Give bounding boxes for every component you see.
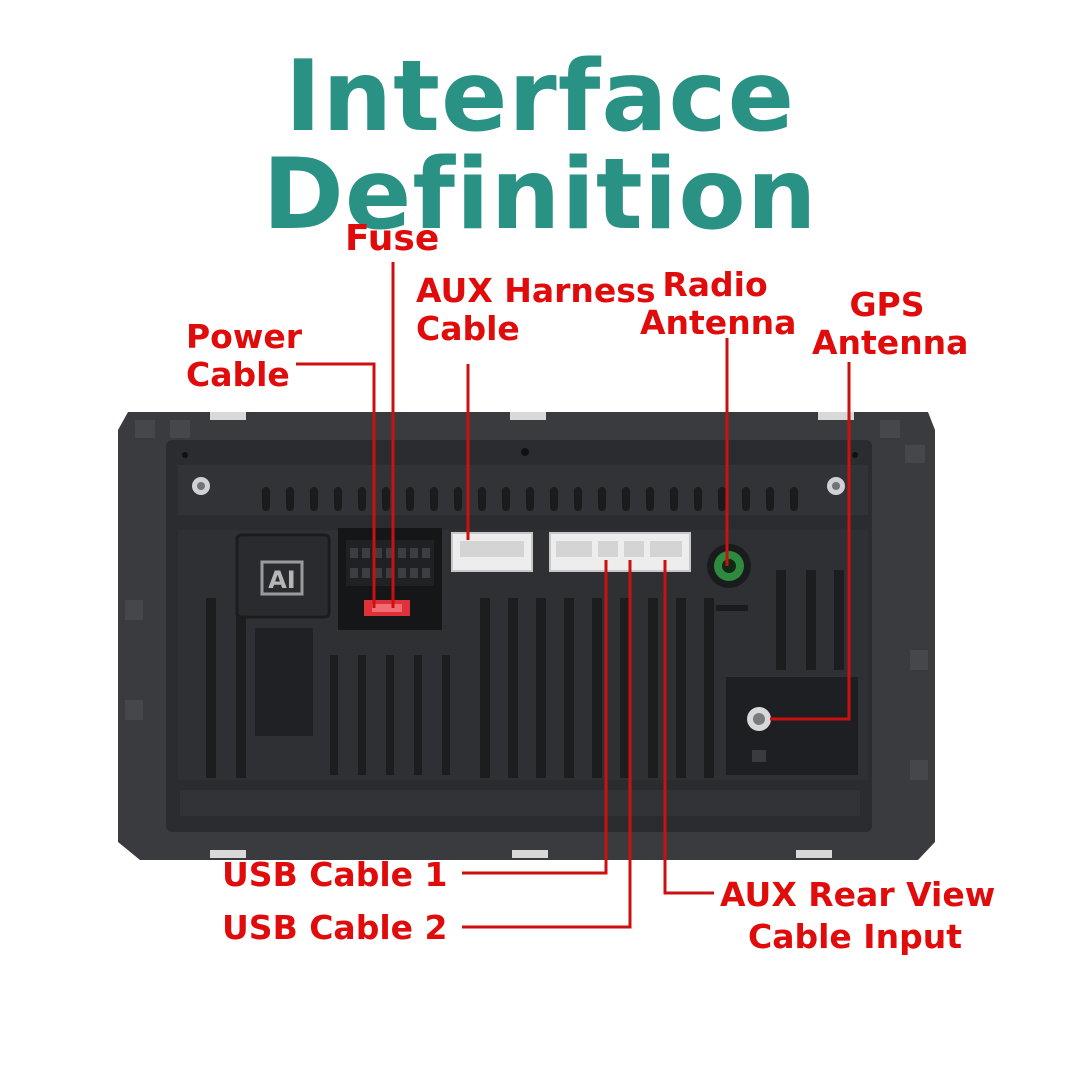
screw-icon bbox=[827, 477, 845, 495]
antenna-socket-icon bbox=[707, 544, 751, 588]
page-title: Interface Definition bbox=[262, 40, 818, 252]
aux-harness-connector bbox=[451, 532, 533, 572]
label-aux-rear-view: AUX Rear View Cable Input bbox=[720, 874, 996, 958]
gps-socket-icon bbox=[726, 677, 858, 775]
leader-usb-2 bbox=[462, 560, 632, 929]
side-block bbox=[255, 628, 313, 736]
label-line: Cable bbox=[416, 309, 520, 348]
label-usb-cable-1: USB Cable 1 bbox=[222, 855, 448, 894]
label-line: AUX Rear View bbox=[720, 875, 996, 914]
leader-power-cable bbox=[296, 362, 376, 608]
leader-aux-rear bbox=[663, 560, 714, 895]
label-aux-harness-cable: AUX Harness Cable bbox=[416, 272, 656, 348]
label-radio-antenna: Radio Antenna bbox=[640, 265, 797, 342]
label-fuse: Fuse bbox=[345, 218, 440, 259]
label-line: Power bbox=[186, 317, 302, 356]
brand-logo: AI bbox=[235, 533, 331, 619]
label-line: Antenna bbox=[640, 303, 797, 342]
label-line: Radio bbox=[662, 265, 768, 304]
power-connector bbox=[338, 528, 442, 630]
leader-usb-1 bbox=[462, 560, 608, 875]
usb-aux-connectors bbox=[549, 532, 691, 572]
top-vents bbox=[262, 487, 798, 511]
label-usb-cable-2: USB Cable 2 bbox=[222, 908, 448, 947]
frame-texture bbox=[125, 420, 928, 780]
label-line: GPS bbox=[849, 285, 925, 324]
screw-icon bbox=[192, 477, 210, 495]
label-line: Cable Input bbox=[748, 917, 962, 956]
label-line: AUX Harness bbox=[416, 271, 656, 310]
heatsink-fins bbox=[206, 570, 844, 778]
leader-lines bbox=[296, 262, 851, 929]
label-line: Antenna bbox=[812, 323, 969, 362]
fuse-icon bbox=[364, 600, 410, 616]
svg-text:AI: AI bbox=[268, 566, 296, 594]
leader-gps-antenna bbox=[770, 362, 851, 721]
label-line: Cable bbox=[186, 355, 290, 394]
mount-tabs bbox=[210, 412, 854, 858]
label-power-cable: Power Cable bbox=[186, 318, 302, 394]
label-gps-antenna: GPS Antenna bbox=[812, 285, 969, 362]
